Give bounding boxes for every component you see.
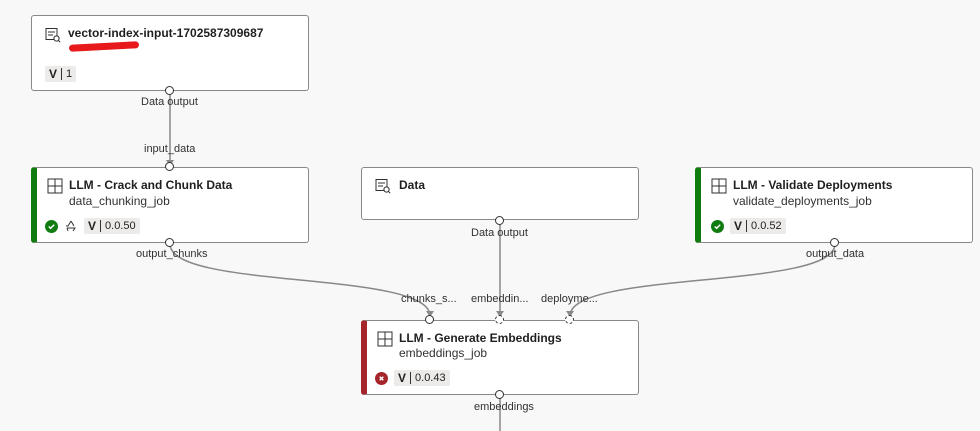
component-grid-icon [47, 178, 63, 194]
node-subtitle: embeddings_job [399, 346, 488, 360]
version-number: 1 [66, 68, 73, 80]
node-crack-and-chunk[interactable]: LLM - Crack and Chunk Data data_chunking… [31, 167, 309, 243]
edge-validate-to-embed [569, 243, 836, 317]
component-grid-icon [711, 178, 727, 194]
port-label: embeddings [474, 401, 534, 413]
node-vector-index-input[interactable]: vector-index-input-1702587309687 V 1 [31, 15, 309, 91]
port-label: Data output [471, 227, 528, 239]
node-badges: V 1 [45, 66, 77, 82]
node-title: vector-index-input-1702587309687 [68, 26, 264, 40]
port-label: chunks_s... [401, 293, 457, 305]
node-title: Data [399, 178, 426, 192]
port-validate-output-data[interactable] [830, 238, 839, 247]
node-generate-embeddings[interactable]: LLM - Generate Embeddings embeddings_job… [361, 320, 639, 395]
redaction-mark [68, 41, 140, 52]
port-label: embeddin... [471, 293, 529, 305]
port-input-data-output[interactable] [165, 86, 174, 95]
checkmark-circle-icon [45, 219, 58, 233]
node-subtitle: validate_deployments_job [733, 194, 872, 208]
node-title: LLM - Crack and Chunk Data [69, 178, 233, 192]
version-badge: V 0.0.52 [730, 218, 786, 234]
error-circle-icon [375, 371, 388, 385]
version-badge: V 0.0.43 [394, 370, 450, 386]
port-label: output_data [806, 248, 865, 260]
node-data[interactable]: Data [361, 167, 639, 220]
port-chunk-output-chunks[interactable] [165, 238, 174, 247]
port-embed-deployments-input[interactable] [565, 315, 574, 324]
port-embed-embeddings-input[interactable] [495, 315, 504, 324]
node-badges: V 0.0.52 [711, 218, 786, 234]
node-title: LLM - Validate Deployments [733, 178, 893, 192]
port-embed-embeddings-output[interactable] [495, 390, 504, 399]
port-data-output[interactable] [495, 216, 504, 225]
version-badge: V 1 [45, 66, 77, 82]
component-grid-icon [377, 331, 393, 347]
port-label: output_chunks [136, 248, 208, 260]
node-badges: V 0.0.50 [45, 218, 140, 234]
node-subtitle: data_chunking_job [69, 194, 170, 208]
version-number: 0.0.43 [415, 372, 446, 384]
port-label: input_data [144, 143, 196, 155]
version-number: 0.0.50 [105, 220, 136, 232]
data-asset-icon [45, 27, 61, 43]
version-number: 0.0.52 [751, 220, 782, 232]
port-label: Data output [141, 96, 198, 108]
edge-chunk-to-embed [169, 243, 431, 317]
port-embed-chunks-input[interactable] [425, 315, 434, 324]
checkmark-circle-icon [711, 219, 724, 233]
port-label: deployme... [541, 293, 598, 305]
data-asset-icon [375, 178, 391, 194]
recycle-icon [64, 219, 78, 233]
node-badges: V 0.0.43 [375, 370, 450, 386]
port-chunk-input-data[interactable] [165, 162, 174, 171]
node-title: LLM - Generate Embeddings [399, 331, 562, 345]
version-badge: V 0.0.50 [84, 218, 140, 234]
node-validate-deployments[interactable]: LLM - Validate Deployments validate_depl… [695, 167, 973, 243]
